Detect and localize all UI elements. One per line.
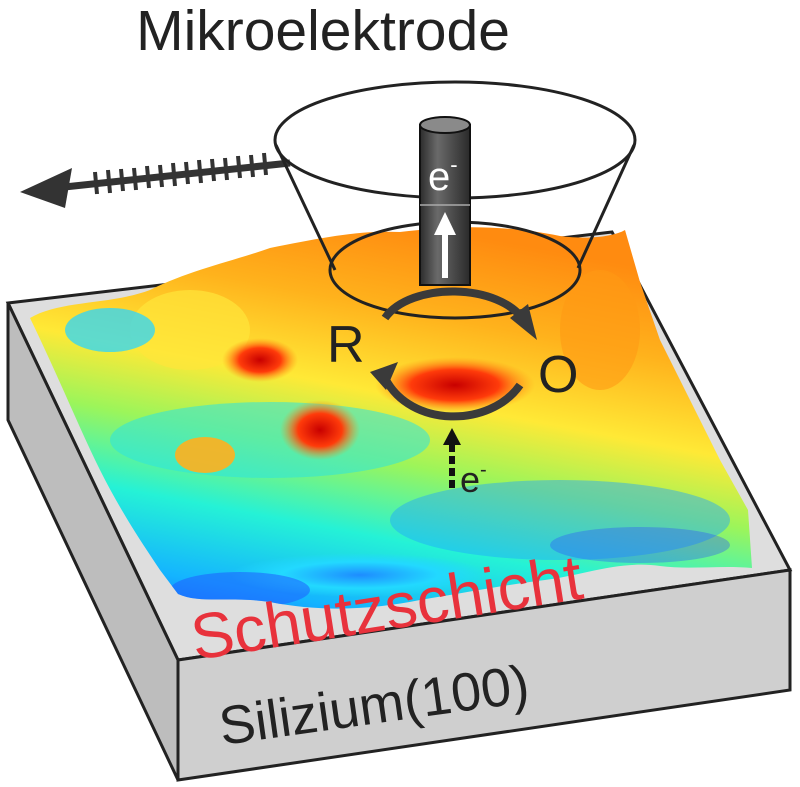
substrate-front-face	[176, 568, 792, 782]
electrode-electron-symbol: e	[428, 155, 450, 199]
microelectrode	[419, 116, 471, 286]
electrode-electron-charge: -	[450, 152, 457, 177]
substrate-electron-arrow-icon	[443, 428, 461, 488]
heatmap-surface	[30, 227, 752, 609]
redox-cycle-arrows-icon	[370, 287, 537, 421]
substrate-electron-symbol: e	[460, 459, 480, 500]
substrate-electron-label: e-	[460, 459, 487, 500]
reduced-species-label: R	[327, 316, 365, 374]
oxidized-species-label: O	[538, 346, 578, 404]
electrode-electron-label: e-	[428, 152, 458, 199]
substrate-electron-charge: -	[480, 459, 487, 481]
scan-direction-arrow-icon	[20, 152, 291, 208]
electron-up-arrow-icon	[434, 212, 456, 278]
diagram-title: Mikroelektrode	[136, 0, 510, 63]
